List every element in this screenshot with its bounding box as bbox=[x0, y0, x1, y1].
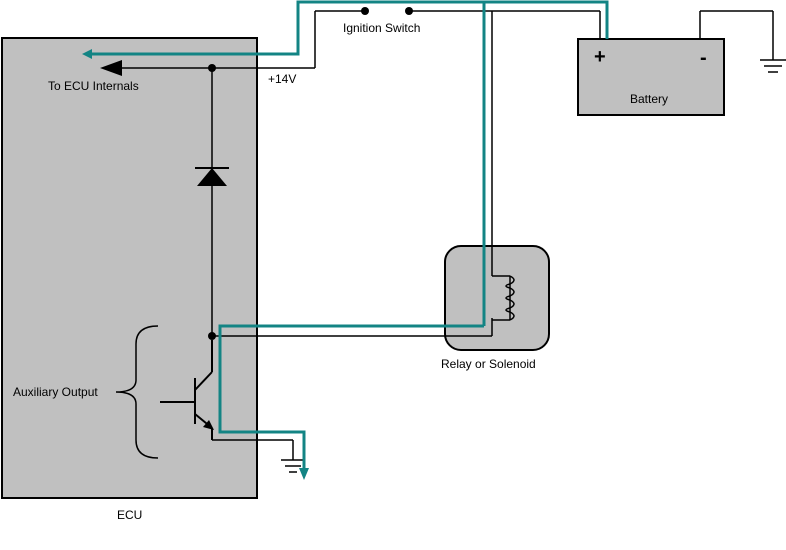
battery-box bbox=[577, 38, 725, 116]
supply-voltage-label: +14V bbox=[268, 72, 296, 86]
auxiliary-output-brace bbox=[115, 325, 159, 459]
relay-coil bbox=[492, 275, 515, 321]
ecu-internals-arrowhead bbox=[100, 60, 122, 76]
current-path-arrowhead-down bbox=[299, 468, 309, 480]
current-path-arrowhead-left bbox=[82, 49, 92, 59]
junction-dots bbox=[208, 7, 413, 340]
ignition-switch-label: Ignition Switch bbox=[343, 21, 420, 35]
relay-label: Relay or Solenoid bbox=[441, 357, 536, 371]
battery-negative-sign: - bbox=[700, 47, 707, 69]
diode-symbol bbox=[195, 167, 229, 186]
transistor-emitter-arrow bbox=[203, 420, 214, 430]
ecu-label: ECU bbox=[117, 508, 142, 522]
current-path bbox=[90, 0, 609, 470]
battery-ground-icon bbox=[760, 59, 786, 73]
battery-label: Battery bbox=[630, 92, 668, 106]
black-wiring bbox=[116, 10, 774, 460]
relay-body bbox=[444, 245, 550, 351]
to-ecu-internals-label: To ECU Internals bbox=[48, 79, 139, 93]
ecu-box bbox=[1, 37, 258, 499]
ecu-ground-icon bbox=[281, 459, 305, 473]
auxiliary-output-label: Auxiliary Output bbox=[13, 385, 98, 399]
battery-positive-sign: + bbox=[594, 46, 606, 68]
